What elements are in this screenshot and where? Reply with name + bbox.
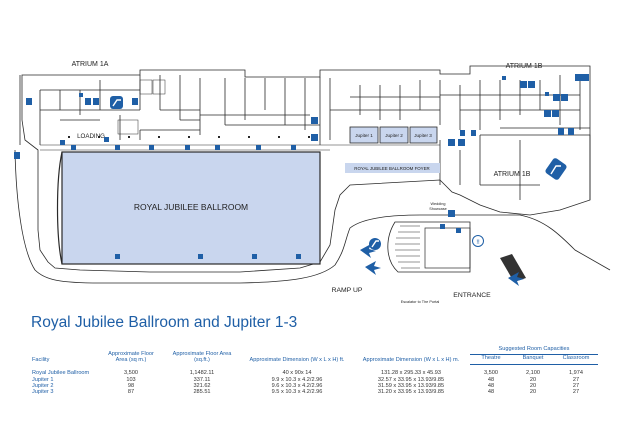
jupiter-3-room[interactable] xyxy=(409,126,438,144)
header-banquet: Banquet xyxy=(512,354,554,366)
cell-sqm: 3,500 xyxy=(124,369,138,376)
header-floor-sqft: Approximate Floor Area (sq.ft.) xyxy=(172,350,232,364)
foyer-label: ROYAL JUBILEE BALLROOM FOYER xyxy=(354,166,429,171)
escalator-icon-atrium xyxy=(110,96,123,109)
cell-sqft: 285.51 xyxy=(193,389,211,396)
entrance-label: ENTRANCE xyxy=(453,292,491,299)
showcase-marker xyxy=(472,235,484,247)
grand-staircase xyxy=(387,221,471,273)
cell-banquet: 2,100 xyxy=(526,370,540,377)
jupiter-2-label: Jupiter 2 xyxy=(385,133,403,138)
capacity-table: Facility Approximate Floor Area (sq m.) … xyxy=(30,346,598,396)
table-row: Jupiter 2 98 321.62 9.6 x 10.3 x 4.2/2.96 31… xyxy=(30,383,598,389)
arrow-icon xyxy=(360,244,524,286)
svg-text:!!: !! xyxy=(476,240,480,246)
building-outline xyxy=(21,65,591,273)
cell-classroom: 1,974 xyxy=(569,370,583,377)
section-title: Royal Jubilee Ballroom and Jupiter 1-3 xyxy=(31,314,298,331)
cell-facility: Jupiter 2 xyxy=(32,383,54,389)
cell-sqft: 321.62 xyxy=(193,383,211,389)
cell-dim-m: 9.6 x 10.3 x 4.2/2.96 xyxy=(271,383,323,389)
cell-dim-m: 40 x 90x 14 xyxy=(282,369,312,376)
foyer-area xyxy=(345,163,440,173)
header-dimension-ft: Approximate Dimension (W x L x H) ft. xyxy=(249,357,345,364)
header-capacities: Suggested Room Capacities xyxy=(470,346,598,355)
cell-theatre: 48 xyxy=(487,383,495,389)
cell-banquet: 20 xyxy=(529,383,537,389)
header-dimension-m: Approximate Dimension (W x L x H) m. xyxy=(362,357,460,364)
header-floor-sqm: Approximate Floor Area (sq m.) xyxy=(108,350,154,364)
ramp-up-label: RAMP UP xyxy=(332,287,363,294)
escalator-icon-atrium-b xyxy=(545,158,567,180)
cell-dim-ft: 31.59 x 33.95 x 13.93/9.85 xyxy=(377,383,445,389)
cell-dim-ft: 32.57 x 33.95 x 13.93/9.85 xyxy=(377,376,445,383)
cell-sqm: 98 xyxy=(127,383,135,389)
jupiter-1-label: Jupiter 1 xyxy=(355,133,373,138)
table-row: Royal Jubilee Ballroom 3,500 1,1482.11 40 x… xyxy=(30,365,598,377)
cell-banquet: 20 xyxy=(529,389,537,396)
cell-classroom: 27 xyxy=(572,389,580,396)
cell-dim-ft: 131.28 x 295.33 x 45.93 xyxy=(380,369,442,376)
outer-perimeter xyxy=(14,149,611,284)
escalator-label: Escalator to The Portal xyxy=(401,300,440,304)
cell-sqm: 103 xyxy=(126,376,136,383)
wheelchair-icon xyxy=(14,137,301,259)
jupiter-1-room[interactable] xyxy=(349,126,379,144)
cell-dim-m: 9.5 x 10.3 x 4.2/2.96 xyxy=(271,389,323,396)
cell-classroom: 27 xyxy=(572,376,580,383)
cell-facility: Jupiter 1 xyxy=(32,376,54,383)
cell-facility: Royal Jubilee Ballroom xyxy=(32,369,90,376)
atrium-1a-label: ATRIUM 1A xyxy=(72,61,109,68)
loading-label: LOADING xyxy=(77,133,105,140)
escalator-icon xyxy=(369,238,381,250)
wedding-label-1: Wedding xyxy=(431,202,446,206)
cell-theatre: 48 xyxy=(487,389,495,396)
cell-theatre: 48 xyxy=(487,376,495,383)
cell-facility: Jupiter 3 xyxy=(32,389,54,396)
cell-sqft: 337.11 xyxy=(193,376,211,383)
cell-theatre: 3,500 xyxy=(484,370,498,377)
floor-plan-map: ROYAL JUBILEE BALLROOM Jupiter 1 Jupiter… xyxy=(14,61,611,304)
atrium-1b-top-label: ATRIUM 1B xyxy=(506,63,543,70)
header-theatre: Theatre xyxy=(470,354,512,366)
ballroom-label: ROYAL JUBILEE BALLROOM xyxy=(134,202,248,212)
ballroom-room[interactable] xyxy=(61,151,321,265)
atrium-1b-mid-label: ATRIUM 1B xyxy=(494,171,531,178)
table-row: Jupiter 1 103 337.11 9.9 x 10.3 x 4.2/2.96 3… xyxy=(30,377,598,383)
header-facility: Facility xyxy=(32,357,50,364)
cell-banquet: 20 xyxy=(529,376,537,383)
cell-sqm: 87 xyxy=(127,389,135,396)
jupiter-3-label: Jupiter 3 xyxy=(414,133,432,138)
cell-sqft: 1,1482.11 xyxy=(189,369,215,376)
table-row: Jupiter 3 87 285.51 9.5 x 10.3 x 4.2/2.96 31… xyxy=(30,389,598,395)
cell-dim-ft: 31.20 x 33.95 x 13.93/9.85 xyxy=(377,389,445,396)
header-classroom: Classroom xyxy=(554,354,598,366)
cell-dim-m: 9.9 x 10.3 x 4.2/2.96 xyxy=(271,376,323,383)
lift-icon xyxy=(79,76,549,97)
cell-classroom: 27 xyxy=(572,383,580,389)
wedding-label-2: Showcase xyxy=(429,207,447,211)
toilet-icon xyxy=(26,74,589,233)
entrance-escalator xyxy=(500,254,526,282)
jupiter-2-room[interactable] xyxy=(379,126,409,144)
